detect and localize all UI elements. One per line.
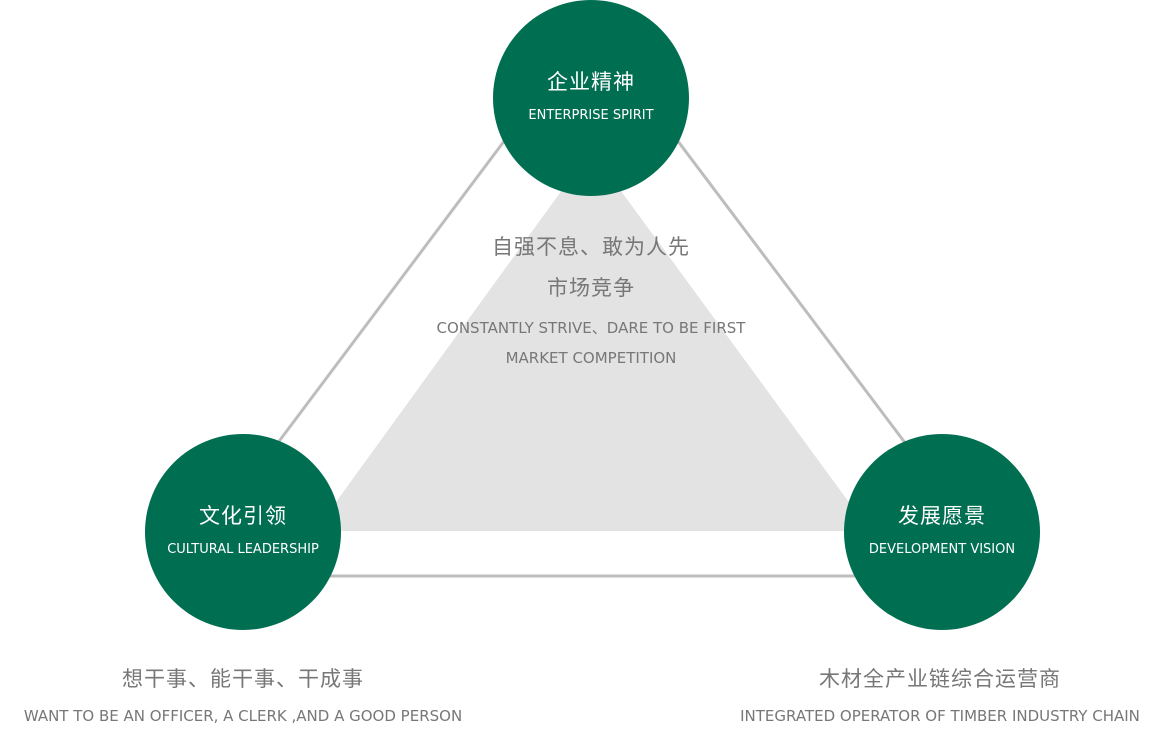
- enterprise-spirit-circle: 企业精神 ENTERPRISE SPIRIT: [493, 0, 689, 196]
- cultural-leadership-circle: 文化引领 CULTURAL LEADERSHIP: [145, 434, 341, 630]
- circle-subtitle: CULTURAL LEADERSHIP: [167, 542, 319, 557]
- center-cn-line1: 自强不息、敢为人先: [492, 235, 690, 259]
- right-caption-cn: 木材全产业链综合运营商: [819, 667, 1061, 691]
- inner-triangle-fill: [315, 150, 870, 531]
- left-caption-cn: 想干事、能干事、干成事: [122, 667, 364, 691]
- left-caption-en: WANT TO BE AN OFFICER, A CLERK ,AND A GO…: [23, 707, 463, 725]
- circle-title: 发展愿景: [898, 504, 986, 528]
- center-en-line1: CONSTANTLY STRIVE、DARE TO BE FIRST: [436, 319, 746, 337]
- circle-title: 企业精神: [547, 70, 635, 94]
- center-cn-line2: 市场竞争: [547, 276, 635, 300]
- left-edge-line: [263, 119, 522, 461]
- circle-title: 文化引领: [199, 504, 287, 528]
- circle-subtitle: ENTERPRISE SPIRIT: [528, 108, 654, 123]
- development-vision-circle: 发展愿景 DEVELOPMENT VISION: [844, 434, 1040, 630]
- circle-subtitle: DEVELOPMENT VISION: [868, 542, 1016, 557]
- center-en-line2: MARKET COMPETITION: [505, 349, 677, 367]
- right-caption-en: INTEGRATED OPERATOR OF TIMBER INDUSTRY C…: [740, 707, 1140, 725]
- right-edge-line: [660, 119, 920, 461]
